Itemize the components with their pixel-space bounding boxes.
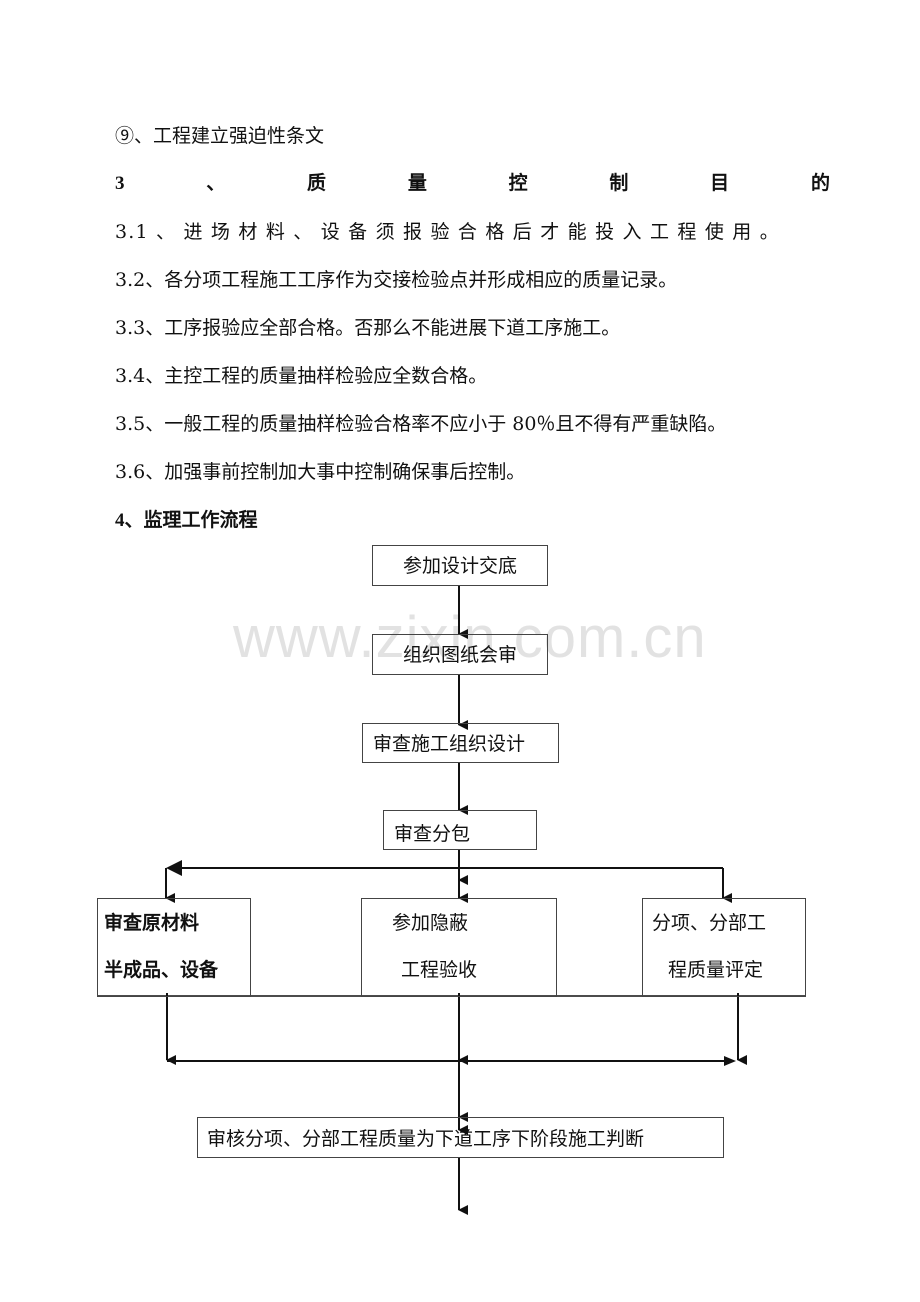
watermark: www.zixin.com.cn xyxy=(233,605,707,670)
flow-step-drawing-review: 组织图纸会审 xyxy=(372,634,548,675)
item-3-6: 3.6、加强事前控制加大事中控制确保事后控制。 xyxy=(115,461,526,483)
flow-final-quality-audit: 审核分项、分部工程质量为下道工序下阶段施工判断 xyxy=(197,1117,724,1158)
flow-branch-label-line2: 半成品、设备 xyxy=(104,959,219,981)
flow-branch-label-line1: 分项、分部工 xyxy=(652,912,767,934)
heading-char: 质 xyxy=(307,173,327,194)
flow-branch-label-line1: 参加隐蔽 xyxy=(392,912,469,934)
section-4-heading: 4、监理工作流程 xyxy=(115,510,258,531)
item-3-2: 3.2、各分项工程施工工序作为交接检验点并形成相应的质量记录。 xyxy=(115,269,678,291)
flow-step-label: 参加设计交底 xyxy=(402,555,517,577)
item-3-5: 3.5、一般工程的质量抽样检验合格率不应小于 80％且不得有严重缺陷。 xyxy=(115,413,727,435)
flow-step-subcontract-review: 审查分包 xyxy=(383,810,537,850)
item-3-1: 3.1 、 进 场 材 料 、 设 备 须 报 验 合 格 后 才 能 投 入 … xyxy=(115,221,780,243)
section-3-heading: 3 、 质 量 控 制 目 的 xyxy=(115,172,830,196)
flow-branch-label-line2: 程质量评定 xyxy=(668,959,764,981)
item-3-4: 3.4、主控工程的质量抽样检验应全数合格。 xyxy=(115,365,488,387)
flow-step-design-disclosure: 参加设计交底 xyxy=(372,545,548,586)
arrowhead-right-icon xyxy=(724,1056,736,1066)
flow-branch-concealed-works-acceptance: 参加隐蔽 工程验收 xyxy=(361,898,557,997)
heading-char: 目 xyxy=(710,173,730,194)
heading-char: 的 xyxy=(810,173,830,194)
flow-step-label: 组织图纸会审 xyxy=(402,644,517,666)
heading-char: 制 xyxy=(609,173,629,194)
flow-step-construction-plan-review: 审查施工组织设计 xyxy=(362,723,559,763)
flow-branch-quality-evaluation: 分项、分部工 程质量评定 xyxy=(642,898,806,997)
heading-char: 3 xyxy=(115,173,125,194)
flow-branch-label-line2: 工程验收 xyxy=(401,959,478,981)
flow-branch-label-line1: 审查原材料 xyxy=(104,912,200,934)
heading-char: 量 xyxy=(407,173,427,194)
heading-char: 、 xyxy=(206,173,226,194)
heading-char: 控 xyxy=(508,173,528,194)
item-3-3: 3.3、工序报验应全部合格。否那么不能进展下道工序施工。 xyxy=(115,317,621,339)
arrowhead-left-icon xyxy=(166,860,182,876)
flow-branch-materials-review: 审查原材料 半成品、设备 xyxy=(97,898,251,997)
flow-step-label: 审查分包 xyxy=(394,823,471,845)
clause-item-9: ⑨、工程建立强迫性条文 xyxy=(115,125,325,147)
flow-final-label: 审核分项、分部工程质量为下道工序下阶段施工判断 xyxy=(207,1128,645,1150)
flow-step-label: 审查施工组织设计 xyxy=(373,733,526,755)
